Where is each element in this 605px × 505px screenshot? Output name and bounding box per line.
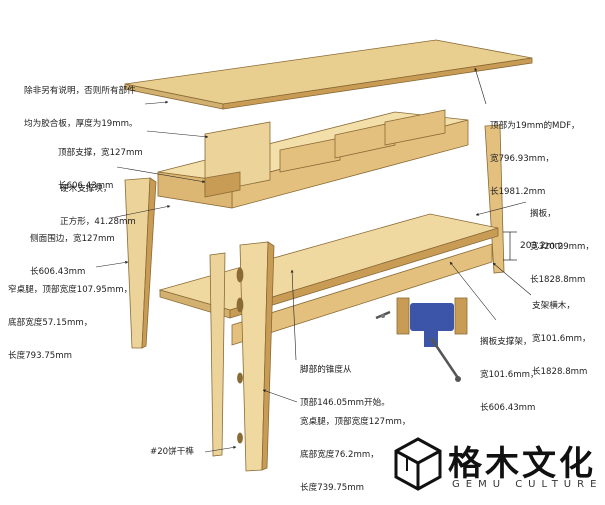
label-side-apron: 侧面围边，宽127mm 长606.43mm	[30, 234, 115, 277]
top-frame	[157, 109, 469, 209]
brand-watermark: 格木文化 GEMU CULTURE	[392, 436, 602, 496]
brand-name-en: GEMU CULTURE	[452, 479, 603, 490]
label-top-mdf: 顶部为19mm的MDF， 宽796.93mm， 长1981.2mm	[490, 121, 580, 197]
label-leg-taper: 脚部的锥度从 顶部146.05mm开始。	[300, 365, 390, 408]
label-stretcher: 支架横木， 宽101.6mm， 长1828.8mm	[532, 301, 591, 377]
label-wide-leg: 宽桌腿，顶部宽度127mm， 底部宽度76.2mm， 长度739.75mm	[300, 417, 411, 493]
leg-front	[209, 241, 275, 472]
leader-lines	[95, 67, 532, 453]
label-biscuit: #20饼干榫	[150, 447, 194, 457]
leg-left	[124, 177, 157, 349]
brand-cube-logo-icon	[394, 437, 442, 491]
label-shelf-support: 搁板支撑架， 宽101.6mm， 长606.43mm	[480, 337, 539, 413]
label-hardwood-block: 硬木支撑块， 正方形，41.28mm	[60, 184, 136, 227]
bottom-stretcher	[231, 243, 493, 346]
label-narrow-leg: 窄桌腿，顶部宽度107.95mm， 底部宽度57.15mm， 长度793.75m…	[8, 285, 133, 361]
brand-name-cn: 格木文化	[448, 444, 596, 484]
label-shelf-height: 203.2mm	[520, 241, 564, 251]
mdf-top-panel	[124, 39, 533, 110]
bench-vise-icon	[375, 297, 468, 382]
label-top-support: 顶部支撑，宽127mm 长606.43mm	[58, 148, 143, 191]
label-general-note: 除非另有说明，否则所有部件 均为胶合板，厚度为19mm。	[24, 86, 138, 129]
label-shelf: 搁板， 宽320.29mm， 长1828.8mm	[530, 209, 595, 285]
shelf-height-dimension	[503, 231, 517, 261]
